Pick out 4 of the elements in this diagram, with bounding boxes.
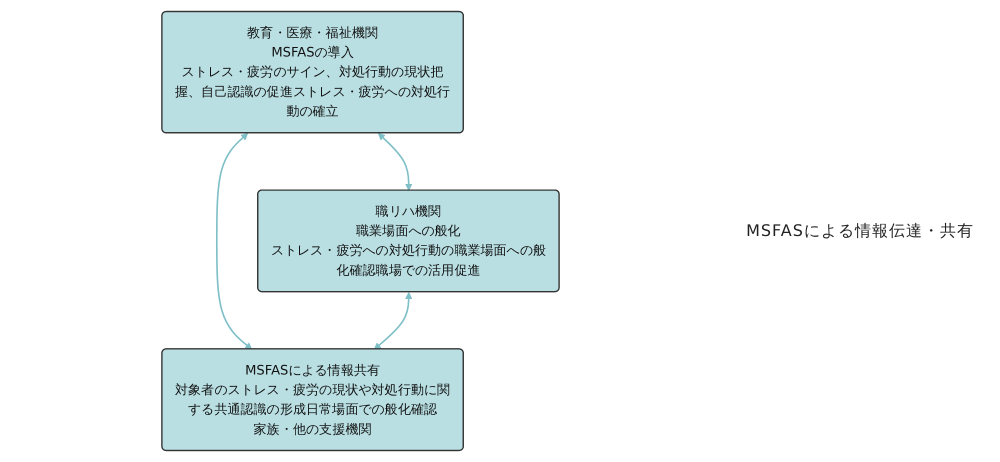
arrow [373,292,412,350]
arrow [215,133,252,350]
center-note: MSFASによる情報伝達・共有 [745,220,975,242]
arrow [377,133,412,191]
